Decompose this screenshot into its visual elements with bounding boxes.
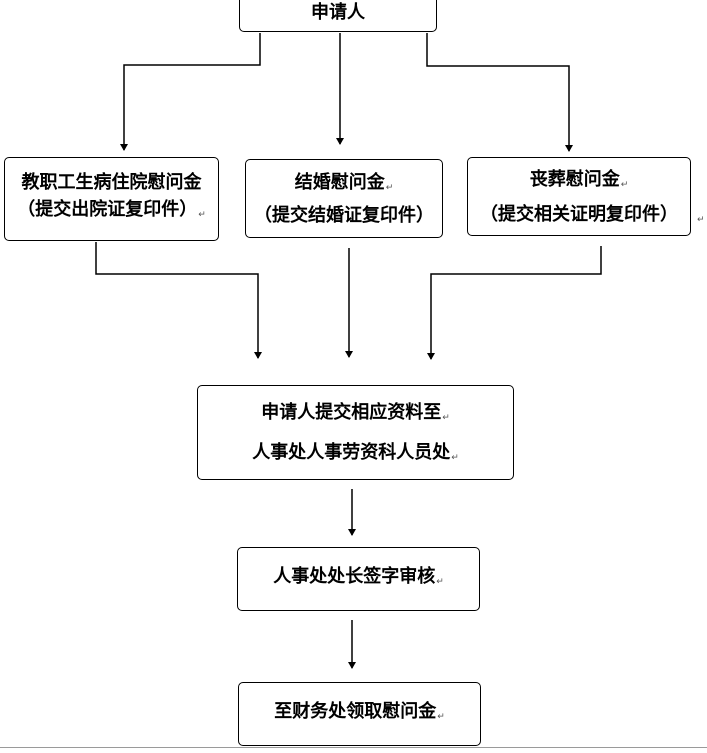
- node-funeral-condolence: 丧葬慰问金↵ （提交相关证明复印件）: [467, 157, 691, 236]
- page-bottom-rule: [0, 747, 707, 748]
- node-wedding-title: 结婚慰问金: [294, 171, 385, 193]
- node-collect-label: 至财务处领取慰问金: [274, 700, 437, 722]
- arrow-funeral-to-submit: [427, 246, 602, 360]
- node-review-label: 人事处处长签字审核: [273, 565, 436, 587]
- node-applicant: 申请人: [239, 0, 437, 32]
- paragraph-mark-icon: ↵: [436, 576, 444, 587]
- node-funeral-requirement: （提交相关证明复印件）: [480, 203, 678, 225]
- paragraph-mark-icon: ↵: [451, 452, 459, 463]
- arrow-applicant-to-illness: [120, 33, 261, 151]
- node-illness-requirement: （提交出院证复印件）: [17, 199, 198, 220]
- node-funeral-title: 丧葬慰问金: [529, 168, 620, 190]
- paragraph-mark-icon: ↵: [697, 215, 705, 225]
- node-applicant-label: 申请人: [311, 1, 365, 23]
- node-illness-condolence: 教职工生病住院慰问金 （提交出院证复印件）↵: [4, 157, 219, 241]
- node-wedding-condolence: 结婚慰问金↵ （提交结婚证复印件）: [245, 159, 443, 238]
- paragraph-mark-icon: ↵: [385, 182, 394, 193]
- node-collect-payment: 至财务处领取慰问金↵: [238, 682, 481, 746]
- node-submit-line-1: 申请人提交相应资料至: [261, 402, 442, 424]
- paragraph-mark-icon: ↵: [620, 179, 629, 190]
- node-illness-title: 教职工生病住院慰问金: [21, 172, 202, 193]
- node-submit-materials: 申请人提交相应资料至↵ 人事处人事劳资科人员处↵: [197, 385, 514, 480]
- node-wedding-requirement: （提交结婚证复印件）: [254, 204, 434, 226]
- node-submit-line-2: 人事处人事劳资科人员处: [252, 441, 451, 463]
- node-director-review: 人事处处长签字审核↵: [237, 547, 480, 611]
- arrow-illness-to-submit: [95, 242, 262, 359]
- paragraph-mark-icon: ↵: [198, 210, 206, 220]
- paragraph-mark-icon: ↵: [442, 413, 450, 424]
- arrow-applicant-to-funeral: [426, 33, 573, 152]
- paragraph-mark-icon: ↵: [437, 711, 445, 722]
